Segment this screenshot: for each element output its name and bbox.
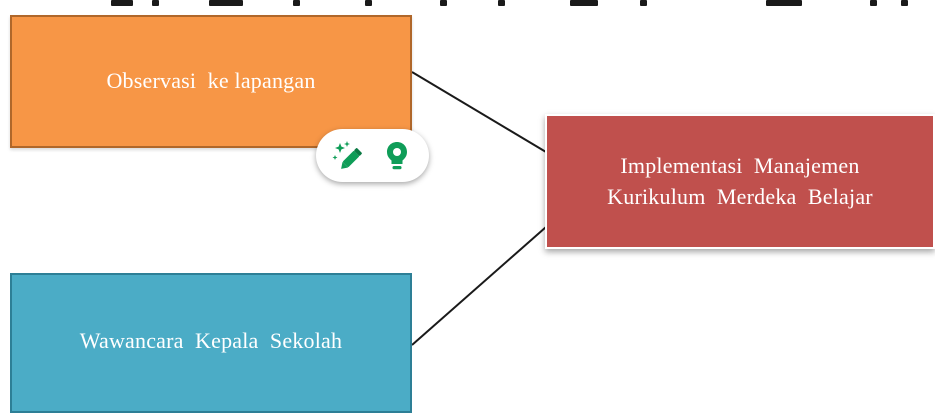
- connector-wawancara-implementasi: [411, 226, 547, 346]
- connector-observasi-implementasi: [411, 71, 547, 153]
- sparkle-pencil-icon: [332, 140, 363, 169]
- lightbulb-button[interactable]: [376, 135, 418, 177]
- node-wawancara-label: Wawancara Kepala Sekolah: [79, 328, 343, 354]
- ai-assist-toolbar: [316, 129, 429, 182]
- node-observasi-label: Observasi ke lapangan: [106, 68, 316, 94]
- node-implementasi[interactable]: Implementasi Manajemen Kurikulum Merdeka…: [545, 114, 935, 249]
- lightbulb-icon: [386, 141, 407, 169]
- node-implementasi-label: Implementasi Manajemen Kurikulum Merdeka…: [595, 151, 885, 213]
- node-wawancara[interactable]: Wawancara Kepala Sekolah: [10, 273, 412, 413]
- node-implementasi-line1: Implementasi Manajemen: [620, 152, 860, 178]
- clipped-text-fragment: [0, 0, 935, 14]
- node-observasi[interactable]: Observasi ke lapangan: [10, 15, 412, 148]
- sparkle-pencil-button[interactable]: [327, 135, 369, 177]
- node-implementasi-line2: Kurikulum Merdeka Belajar: [607, 183, 873, 209]
